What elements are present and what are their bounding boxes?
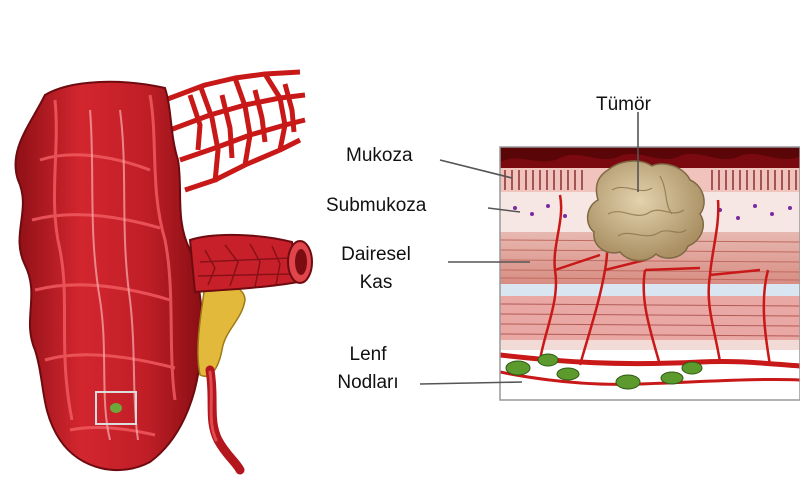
mesentery-vessels xyxy=(165,72,305,190)
colon-body xyxy=(15,82,201,470)
colon-drawing xyxy=(15,72,312,470)
lymph-nodes-label: Lenf Nodları xyxy=(318,344,418,394)
mucosa-label: Mukoza xyxy=(346,145,413,167)
tumor-label: Tümör xyxy=(596,94,651,116)
cross-section-detail xyxy=(500,147,800,400)
lymph-nodes-label-line2: Nodları xyxy=(318,372,418,394)
circular-muscle-label: Dairesel Kas xyxy=(326,244,426,294)
ileum-tube xyxy=(190,235,312,292)
lymph-nodes-label-line1: Lenf xyxy=(318,344,418,366)
tail-vessel xyxy=(210,370,240,470)
mesenteric-fat xyxy=(198,283,245,376)
tumor-mass xyxy=(588,161,704,261)
circular-muscle-label-line2: Kas xyxy=(326,272,426,294)
submucosa-label: Submukoza xyxy=(326,195,426,217)
circular-muscle-label-line1: Dairesel xyxy=(326,244,426,266)
